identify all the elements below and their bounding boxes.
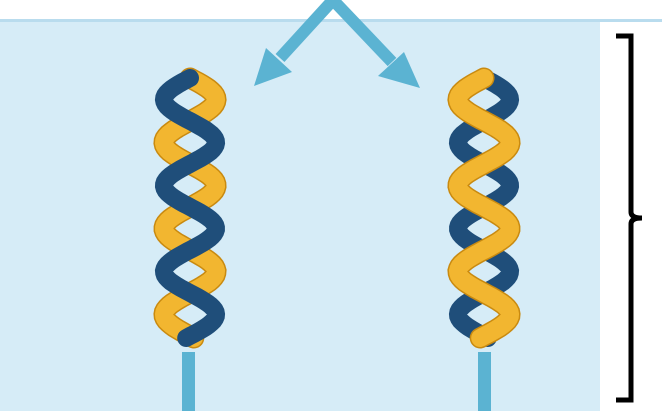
top-strip-border xyxy=(0,19,662,22)
right-stem xyxy=(478,352,491,411)
left-dna-helix xyxy=(164,78,216,338)
right-dna-helix xyxy=(458,78,510,338)
left-stem xyxy=(182,352,195,411)
